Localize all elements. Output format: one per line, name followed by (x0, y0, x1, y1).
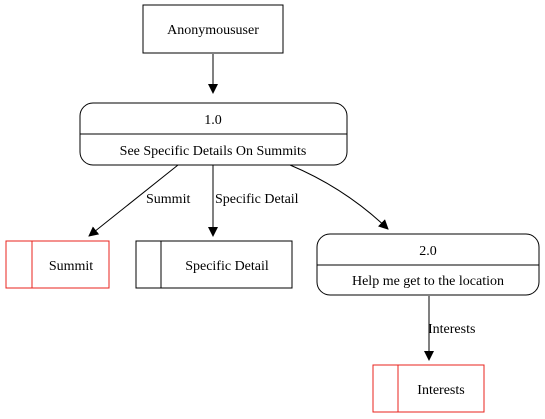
process-2: 2.0 Help me get to the location (316, 233, 540, 296)
process-2-label: Help me get to the location (352, 274, 504, 289)
edge-label-interests: Interests (428, 322, 475, 337)
edge-label-summit: Summit (146, 192, 190, 207)
datastore-specific-detail: Specific Detail (135, 240, 293, 289)
entity-label: Anonymoususer (167, 23, 259, 38)
datastore-specific-detail-label: Specific Detail (185, 259, 269, 274)
edge-label-specific-detail: Specific Detail (215, 192, 299, 207)
datastore-summit: Summit (5, 240, 110, 289)
process-1-id: 1.0 (204, 113, 222, 128)
datastore-summit-label: Summit (49, 259, 93, 274)
external-entity-anonymoususer: Anonymoususer (142, 4, 284, 54)
process-1-label: See Specific Details On Summits (120, 144, 307, 159)
edge-process-1-to-summit (88, 164, 179, 237)
process-1: 1.0 See Specific Details On Summits (79, 102, 348, 166)
datastore-interests-label: Interests (417, 383, 464, 398)
process-2-id: 2.0 (419, 244, 437, 259)
datastore-interests: Interests (372, 364, 485, 413)
edge-process-1-to-process-2 (289, 164, 389, 230)
